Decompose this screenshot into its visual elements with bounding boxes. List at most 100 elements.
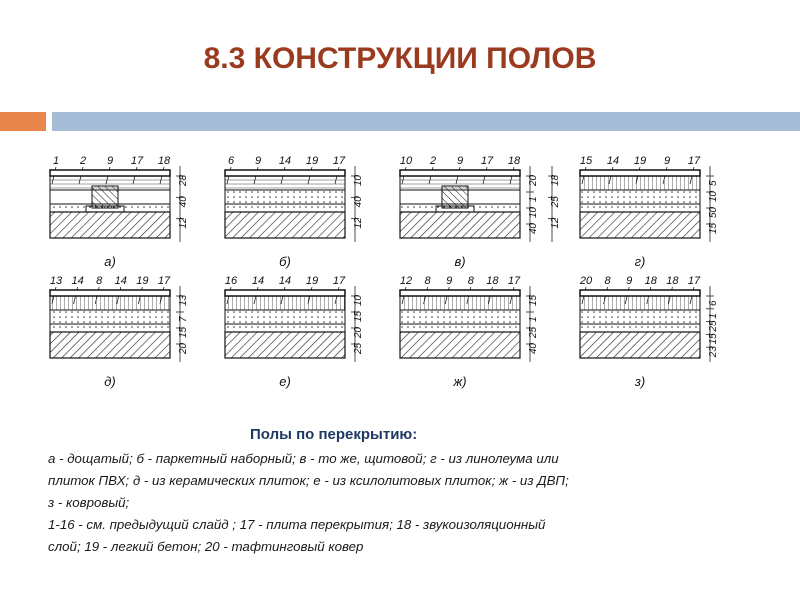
layer-number-label: 8 — [468, 275, 475, 287]
layer-number-label: 9 — [457, 155, 463, 167]
layer-number-label: 14 — [607, 155, 619, 167]
dimension-label: 28 — [178, 174, 189, 187]
layer-number-label: 8 — [425, 275, 432, 287]
panel-letter-label: е) — [279, 374, 291, 389]
layer-number-label: 17 — [688, 275, 701, 287]
layer-number-label: 19 — [306, 155, 318, 167]
layer-number-label: 2 — [429, 155, 436, 167]
caption-line: з - ковровый; — [48, 495, 130, 510]
layer-number-label: 9 — [446, 275, 452, 287]
floor-section-panel: 6 9 14 19 17 10 40 12 б) — [224, 155, 364, 269]
panel-letter-label: в) — [454, 254, 465, 269]
dimension-label: 25 — [353, 342, 364, 355]
dimension-label: 25 — [708, 320, 719, 333]
layer-number-label: 15 — [580, 155, 593, 167]
dimension-label: 10 — [528, 206, 539, 218]
dimension-label: 10 — [353, 174, 364, 186]
dimension-label: 10 — [353, 294, 364, 306]
floor-section-panel: 16 14 14 19 17 10 15 20 25 е) — [224, 275, 364, 389]
layer-number-label: 6 — [228, 155, 235, 167]
layer-number-label: 1 — [53, 155, 59, 167]
layer-number-label: 9 — [255, 155, 261, 167]
layer-number-label: 9 — [107, 155, 113, 167]
layer-number-label: 2 — [79, 155, 86, 167]
caption-line: слой; 19 - легкий бетон; 20 - тафтинговы… — [48, 539, 364, 554]
dimension-label: 1 — [528, 196, 539, 202]
dimension-label: 15 — [178, 326, 189, 338]
dimension-label: 12 — [178, 217, 189, 229]
caption-line: 1-16 - см. предыдущий слайд ; 17 - плита… — [48, 517, 546, 532]
dimension-label: 40 — [178, 196, 189, 208]
layer-number-label: 20 — [579, 275, 593, 287]
layer-number-label: 14 — [279, 275, 291, 287]
dimension-label: 15 — [708, 222, 719, 234]
dimension-label: 12 — [550, 217, 561, 229]
panel-letter-label: ж) — [452, 374, 466, 389]
floor-section-panel: 15 14 19 9 17 5 10 50 15 г) — [579, 155, 719, 269]
dimension-label: 12 — [353, 217, 364, 229]
dimension-label: 40 — [528, 222, 539, 234]
layer-number-label: 19 — [136, 275, 148, 287]
dimension-label: 5 — [708, 180, 719, 186]
layer-number-label: 8 — [96, 275, 103, 287]
layer-number-label: 8 — [605, 275, 612, 287]
caption-title: Полы по перекрытию: — [250, 426, 418, 443]
dimension-label: 40 — [353, 196, 364, 208]
layer-number-label: 14 — [252, 275, 264, 287]
dimension-label: 23 — [708, 346, 719, 359]
layer-number-label: 18 — [645, 275, 658, 287]
layer-number-label: 14 — [115, 275, 127, 287]
accent-bar-orange — [0, 112, 46, 131]
layer-number-label: 17 — [131, 155, 144, 167]
layer-number-label: 19 — [306, 275, 318, 287]
layer-number-label: 9 — [626, 275, 632, 287]
dimension-label: 50 — [708, 206, 719, 218]
layer-number-label: 17 — [333, 155, 346, 167]
dimension-label: 20 — [178, 342, 189, 355]
layer-number-label: 13 — [50, 275, 63, 287]
layer-number-label: 19 — [634, 155, 646, 167]
dimension-label: 7 — [178, 316, 189, 322]
layer-number-label: 18 — [508, 155, 521, 167]
layer-number-label: 18 — [486, 275, 499, 287]
dimension-label: 25 — [550, 196, 561, 209]
accent-bar-blue — [52, 112, 800, 131]
dimension-label: 10 — [708, 190, 719, 202]
layer-number-label: 12 — [400, 275, 412, 287]
dimension-label: 1 — [708, 313, 719, 319]
floor-section-panel: 13 14 8 14 19 17 13 7 15 20 д) — [49, 275, 189, 389]
caption-line: а - дощатый; б - паркетный наборный; в -… — [48, 451, 559, 466]
layer-number-label: 17 — [508, 275, 521, 287]
layer-number-label: 18 — [666, 275, 679, 287]
layer-number-label: 16 — [225, 275, 238, 287]
caption-line: плиток ПВХ; д - из керамических плиток; … — [48, 473, 569, 488]
dimension-label: 15 — [353, 310, 364, 322]
dimension-label: 25 — [528, 326, 539, 339]
layer-number-label: 14 — [279, 155, 291, 167]
dimension-label: 13 — [178, 294, 189, 306]
panel-letter-label: г) — [635, 254, 646, 269]
layer-number-label: 14 — [71, 275, 83, 287]
layer-number-label: 9 — [664, 155, 670, 167]
dimension-label: 15 — [528, 294, 539, 306]
panel-letter-label: а) — [104, 254, 116, 269]
layer-number-label: 17 — [333, 275, 346, 287]
layer-number-label: 17 — [688, 155, 701, 167]
dimension-label: 18 — [550, 174, 561, 186]
layer-number-label: 18 — [158, 155, 171, 167]
layer-number-label: 17 — [158, 275, 171, 287]
caption-text: а - дощатый; б - паркетный наборный; в -… — [48, 448, 768, 558]
layer-number-label: 17 — [481, 155, 494, 167]
dimension-label: 40 — [528, 342, 539, 354]
dimension-label: 20 — [353, 326, 364, 339]
dimension-label: 6 — [708, 300, 719, 306]
panel-letter-label: д) — [104, 374, 116, 389]
panel-letter-label: б) — [279, 254, 291, 269]
layer-number-label: 10 — [400, 155, 413, 167]
